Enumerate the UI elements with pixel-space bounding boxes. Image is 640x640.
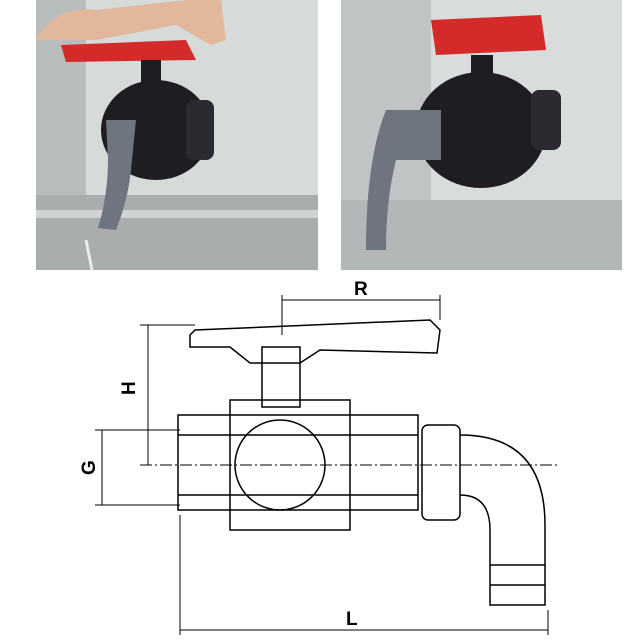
photo-valve-open xyxy=(36,0,318,270)
dimension-label-g: G xyxy=(79,460,100,475)
handle-outline xyxy=(189,319,441,364)
dimension-label-r: R xyxy=(354,279,368,300)
technical-drawing: R H G L xyxy=(79,279,560,635)
dimension-label-h: H xyxy=(119,381,140,395)
photo-valve-closed xyxy=(341,0,622,270)
dimension-label-l: L xyxy=(346,609,358,630)
hose-elbow xyxy=(459,434,546,606)
valve-body xyxy=(177,414,419,511)
